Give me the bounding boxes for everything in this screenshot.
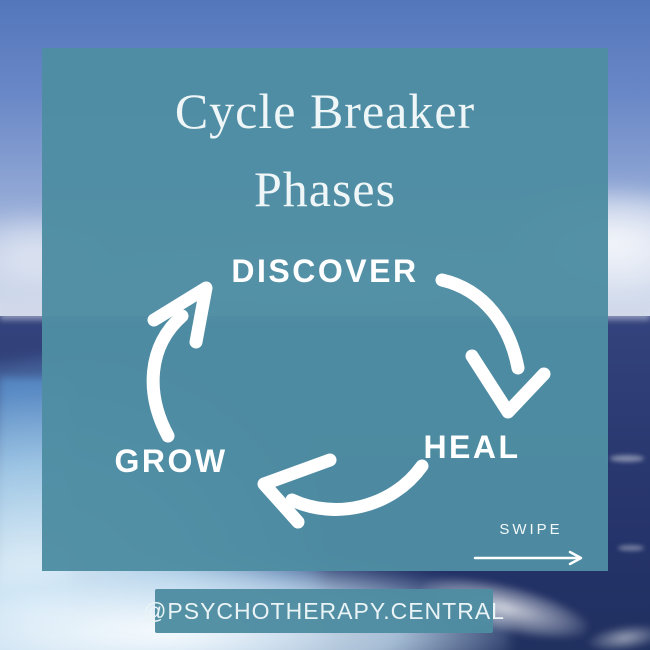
title-line-1: Cycle Breaker — [174, 83, 476, 139]
title-line-2: Phases — [253, 161, 397, 217]
footer-handle-bar: @PSYCHOTHERAPY.CENTRAL — [143, 589, 504, 633]
swipe-arrow-icon — [473, 550, 583, 566]
whitecap-streak — [610, 455, 644, 462]
swipe-label: SWIPE — [499, 521, 563, 538]
account-handle: @PSYCHOTHERAPY.CENTRAL — [143, 597, 505, 624]
arrow-discover-to-heal-icon — [435, 273, 551, 419]
phase-label-grow: GROW — [114, 443, 228, 479]
whitecap-streak — [618, 545, 644, 551]
content-card: Cycle Breaker Phases DISCOVER HEAL GROW … — [42, 48, 608, 571]
page-title: Cycle Breaker Phases — [42, 72, 608, 228]
phase-label-discover: DISCOVER — [231, 253, 419, 289]
arrow-heal-to-grow-icon — [257, 453, 429, 529]
phase-label-heal: HEAL — [423, 429, 521, 465]
arrow-grow-to-discover-icon — [146, 281, 213, 443]
swipe-hint[interactable]: SWIPE — [471, 521, 591, 571]
